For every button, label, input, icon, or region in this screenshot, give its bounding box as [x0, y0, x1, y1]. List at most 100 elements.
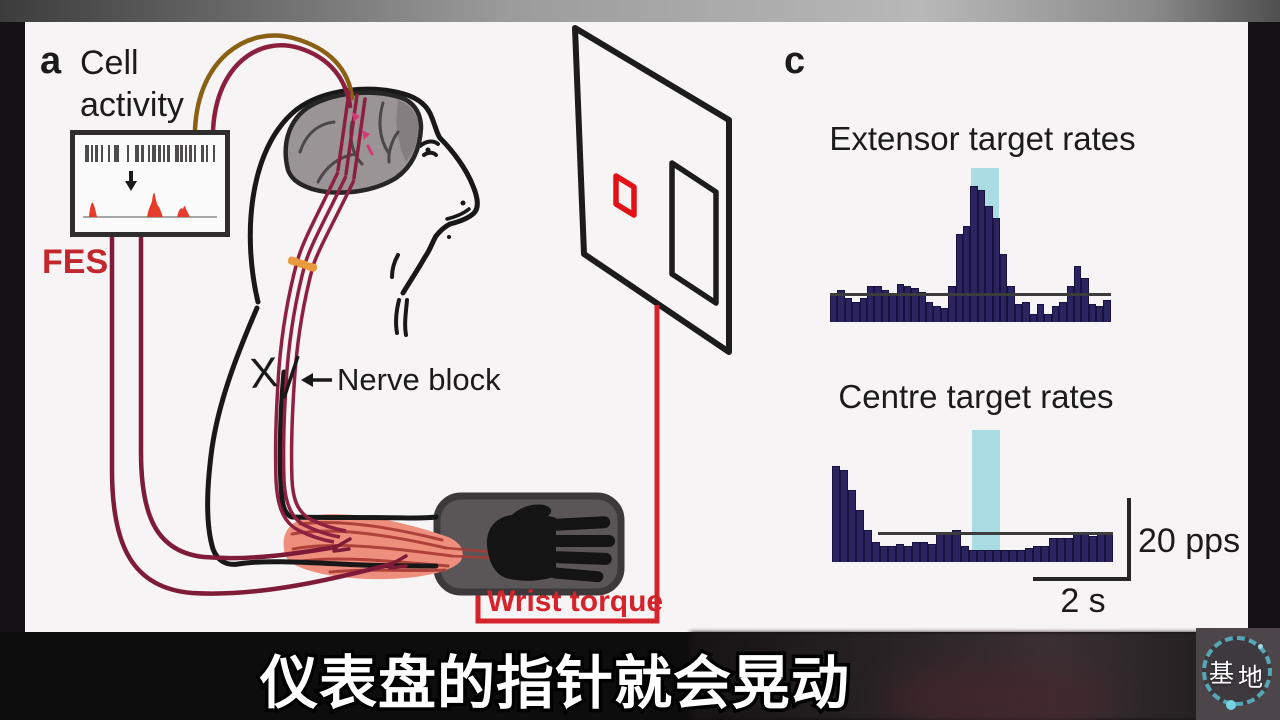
scale-bar-horizontal [1033, 577, 1131, 581]
histogram-bar [936, 534, 945, 562]
histogram-bar [1000, 550, 1009, 562]
histogram-bar [1008, 550, 1017, 562]
histogram-bar [952, 530, 961, 562]
brain [283, 90, 424, 195]
highlight-band [971, 430, 1001, 562]
histogram-bar [1016, 550, 1025, 562]
histogram-bar [963, 226, 971, 322]
histogram-bar [1081, 278, 1089, 322]
histogram-bar [864, 530, 873, 562]
down-arrow-icon [125, 171, 137, 191]
figure-background [25, 22, 1248, 632]
histogram-bar [903, 286, 912, 322]
rate-trace [89, 193, 190, 217]
histogram-bar [1059, 302, 1067, 322]
histogram-bar [1066, 286, 1074, 322]
logo-ring-icon [1202, 636, 1272, 706]
histogram-bar [1024, 548, 1033, 562]
histogram-bar [904, 546, 913, 562]
histogram-bar [852, 302, 860, 322]
cell-activity-label-line2: activity [80, 86, 184, 124]
histogram-bar [837, 290, 845, 322]
panel-c-letter: c [784, 40, 806, 82]
histogram-bar [840, 470, 849, 562]
scale-label-seconds: 2 s [1060, 582, 1106, 620]
histogram-bar [1105, 534, 1114, 562]
nerve-block-mark [282, 355, 332, 399]
histogram-bar [960, 546, 969, 562]
histogram-bar [896, 544, 905, 562]
centre-chart-title: Centre target rates [838, 378, 1114, 415]
histogram-bar [992, 218, 1000, 322]
histogram-bar [1036, 304, 1045, 322]
histogram-bar [970, 186, 978, 322]
histogram-bar [1048, 538, 1057, 562]
spike-raster [85, 145, 215, 162]
nerve-block-label: Nerve block [337, 362, 501, 397]
histogram-bar [955, 234, 964, 322]
nerve-pathways [273, 171, 356, 544]
panel-a-letter: a [40, 40, 62, 82]
histogram-bar [1072, 534, 1081, 562]
histogram-bar [856, 510, 865, 562]
scale-bar-vertical [1127, 498, 1131, 579]
scale-label-pps: 20 pps [1138, 522, 1241, 560]
histogram-bar [999, 254, 1008, 322]
histogram-bar [928, 544, 937, 562]
monkey-head-outline [247, 86, 480, 305]
wrist-torque-label: Wrist torque [487, 585, 664, 618]
wrist-torque-connector-line [475, 305, 660, 624]
histogram-bar [933, 306, 941, 322]
histogram-bar [1040, 546, 1049, 562]
centre-rates-chart [832, 402, 1114, 562]
nerve-cuff-orange [287, 256, 318, 272]
extensor-rates-chart [830, 162, 1111, 322]
histogram-bar [944, 534, 953, 562]
watermark-text: 基地 [1208, 659, 1268, 692]
histogram-bar [940, 308, 949, 322]
histogram-bar [1044, 314, 1052, 322]
histogram-bar [968, 550, 977, 562]
histogram-bar [1064, 538, 1073, 562]
histogram-bar [866, 286, 875, 322]
histogram-bar [920, 542, 929, 562]
histogram-bar [1097, 534, 1106, 562]
nerve-block-x: X [248, 348, 280, 397]
monkey-illustration [205, 86, 625, 596]
histogram-bar [830, 294, 838, 322]
histogram-bar [1029, 314, 1037, 322]
hand-silhouette [486, 504, 615, 583]
histogram-bar [992, 550, 1001, 562]
recording-wires [192, 33, 374, 180]
histogram-bar [1051, 306, 1060, 322]
histogram-bar [1103, 300, 1111, 322]
red-target [613, 173, 637, 218]
histogram-bar [1032, 546, 1041, 562]
histogram-bar [1022, 302, 1030, 322]
fes-label: FES [42, 243, 109, 281]
histogram-bar [848, 490, 857, 562]
histogram-bar [844, 298, 853, 322]
histogram-bar [859, 298, 867, 322]
target-screen [572, 25, 732, 355]
histogram-bar [1014, 304, 1023, 322]
histogram-bar [896, 284, 904, 322]
histogram-bar [889, 294, 897, 322]
watermark-logo: 基地 [1196, 628, 1280, 720]
histogram-bar [926, 302, 934, 322]
fes-wires [109, 233, 408, 596]
top-gradient-bar [0, 0, 1280, 22]
histogram-bar [1096, 306, 1104, 322]
histogram-bar [832, 466, 841, 562]
histogram-bar [880, 546, 889, 562]
histogram-bar [918, 292, 927, 322]
histogram-bar [872, 542, 881, 562]
reference-line [878, 532, 1113, 535]
histogram-bar [976, 550, 985, 562]
histogram-bar [881, 290, 890, 322]
logo-dot-icon [1226, 700, 1236, 710]
histogram-bar [874, 286, 882, 322]
video-bottom-band [0, 632, 1280, 720]
